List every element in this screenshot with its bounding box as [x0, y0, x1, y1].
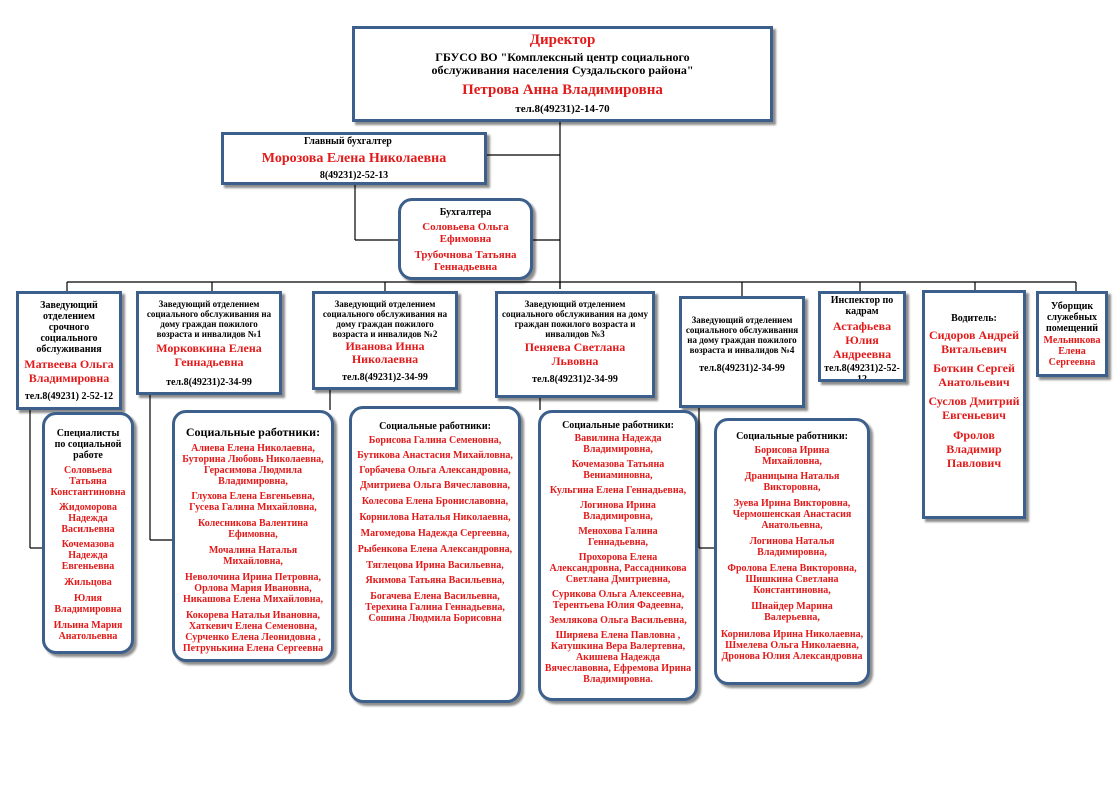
director-org: ГБУСО ВО "Комплексный центр социального …: [431, 50, 694, 77]
social-worker-entry: Колесова Елена Брониславовна,: [361, 496, 509, 507]
department-head-name: Иванова Инна Николаевна: [345, 339, 425, 366]
social-worker-entry: Глухова Елена Евгеньевна, Гусева Галина …: [189, 491, 317, 513]
driver-name: Сидоров Андрей Витальевич: [928, 328, 1020, 356]
driver-name: Боткин Сергей Анатольевич: [933, 361, 1015, 389]
specialists-title: Специалисты по социальной работе: [54, 428, 122, 461]
social-worker-entry: Магомедова Надежда Сергеевна,: [360, 528, 510, 539]
social-worker-entry: Логинова Наталья Владимировна,: [749, 536, 835, 558]
social-worker-entry: Зуева Ирина Викторовна, Чермошенская Ана…: [732, 498, 852, 531]
department-title: Заведующий отделением социального обслуж…: [322, 299, 448, 339]
social-worker-entry: Кочемазова Татьяна Вениаминовна,: [571, 459, 665, 481]
department-head-box: Заведующий отделением срочного социально…: [16, 291, 122, 410]
department-phone: тел.8(49231)2-34-99: [532, 374, 618, 385]
social-worker-entry: Дмитриева Ольга Вячеславовна,: [360, 480, 510, 491]
social-worker-entry: Богачева Елена Васильевна, Терехина Гали…: [365, 591, 505, 624]
cleaner-box: Уборщик служебных помещений Мельникова Е…: [1036, 291, 1108, 377]
social-worker-entry: Драницына Наталья Викторовна,: [744, 471, 840, 493]
director-name: Петрова Анна Владимировна: [462, 82, 663, 98]
chief-accountant-box: Главный бухгалтер Морозова Елена Николае…: [221, 132, 487, 185]
social-workers-box-4: Социальные работники: Борисова Ирина Мих…: [714, 418, 870, 685]
specialist-name: Соловьева Татьяна Константиновна: [50, 465, 126, 498]
department-title: Заведующий отделением социального обслуж…: [502, 299, 648, 339]
social-worker-entry: Тяглецова Ирина Васильевна,: [366, 560, 504, 571]
social-worker-entry: Землякова Ольга Васильевна,: [549, 615, 687, 626]
drivers-box: Водитель: Сидоров Андрей Витальевич Ботк…: [922, 290, 1026, 519]
specialist-name: Жильцова: [64, 577, 112, 588]
social-worker-entry: Менохова Галина Геннадьевна,: [578, 526, 658, 548]
social-worker-entry: Горбачева Ольга Александровна,: [359, 465, 511, 476]
accountant-name: Трубочнова Татьяна Геннадьевна: [414, 249, 517, 273]
department-phone: тел.8(49231)2-34-99: [342, 372, 428, 383]
social-worker-entry: Неволочина Ирина Петровна, Орлова Мария …: [182, 572, 324, 605]
chief-accountant-name: Морозова Елена Николаевна: [261, 151, 447, 166]
social-worker-entry: Мочалина Наталья Михайловна,: [208, 545, 298, 567]
specialist-name: Ильина Мария Анатольевна: [53, 620, 123, 642]
social-worker-entry: Кокорева Наталья Ивановна, Хаткевич Елен…: [182, 610, 324, 654]
social-worker-entry: Бутикова Анастасия Михайловна,: [357, 450, 513, 461]
department-title: Заведующий отделением социального обслуж…: [685, 315, 799, 355]
social-workers-box-2: Социальные работники: Борисова Галина Се…: [349, 406, 521, 703]
social-worker-entry: Ширяева Елена Павловна , Катушкина Вера …: [544, 630, 692, 685]
department-head-box: Заведующий отделением социального обслуж…: [312, 291, 458, 390]
social-worker-entry: Сурикова Ольга Алексеевна, Терентьева Юл…: [551, 589, 685, 611]
department-title: Заведующий отделением срочного социально…: [36, 300, 102, 355]
department-phone: тел.8(49231)2-34-99: [166, 377, 252, 388]
accountants-title: Бухгалтера: [439, 207, 492, 218]
social-worker-entry: Борисова Ирина Михайловна,: [754, 445, 830, 467]
department-head-name: Матвеева Ольга Владимировна: [24, 357, 114, 385]
social-worker-entry: Алиева Елена Николаевна, Буторина Любовь…: [182, 443, 324, 487]
social-worker-entry: Вавилина Надежда Владимировна,: [574, 433, 662, 455]
cleaner-title: Уборщик служебных помещений: [1046, 301, 1098, 334]
hr-inspector-title: Инспектор по кадрам: [830, 295, 894, 317]
social-worker-entry: Борисова Галина Семеновна,: [368, 435, 502, 446]
chief-accountant-phone: 8(49231)2-52-13: [319, 170, 389, 181]
department-phone: тел.8(49231)2-34-99: [699, 363, 785, 374]
specialist-name: Жидоморова Надежда Васильевна: [59, 502, 117, 535]
cleaner-name: Мельникова Елена Сергеевна: [1043, 335, 1101, 368]
social-worker-entry: Фролова Елена Викторовна, Шишкина Светла…: [727, 563, 857, 596]
social-worker-entry: Прохорова Елена Александровна, Рассадник…: [549, 552, 687, 585]
department-head-name: Морковкина Елена Геннадьевна: [156, 341, 262, 369]
social-worker-entry: Рыбенкова Елена Александровна,: [357, 544, 513, 555]
accountant-name: Соловьева Ольга Ефимовна: [422, 221, 509, 245]
social-worker-entry: Якимова Татьяна Васильевна,: [365, 575, 505, 586]
director-box: Директор ГБУСО ВО "Комплексный центр соц…: [352, 26, 773, 122]
social-workers-box-3: Социальные работники: Вавилина Надежда В…: [538, 410, 698, 701]
social-worker-entry: Корнилова Наталья Николаевна,: [359, 512, 511, 523]
social-workers-title: Социальные работники:: [379, 421, 491, 432]
hr-inspector-phone: тел.8(49231)2-52-12: [824, 363, 900, 382]
hr-inspector-box: Инспектор по кадрам Астафьева Юлия Андре…: [818, 291, 906, 382]
social-worker-entry: Корнилова Ирина Николаевна, Шмелева Ольг…: [720, 629, 864, 662]
department-head-name: Пеняева Светлана Львовна: [524, 340, 626, 368]
social-worker-entry: Колесникова Валентина Ефимовна,: [197, 518, 309, 540]
social-workers-title: Социальные работники:: [736, 431, 848, 442]
department-head-box: Заведующий отделением социального обслуж…: [495, 291, 655, 398]
accountants-box: Бухгалтера Соловьева Ольга Ефимовна Труб…: [398, 198, 533, 280]
drivers-title: Водитель:: [951, 313, 997, 324]
social-worker-entry: Логинова Ирина Владимировна,: [580, 500, 656, 522]
department-title: Заведующий отделением социального обслуж…: [146, 299, 272, 339]
hr-inspector-name: Астафьева Юлия Андреевна: [832, 319, 892, 361]
social-workers-title: Социальные работники:: [562, 420, 674, 431]
department-head-box: Заведующий отделением социального обслуж…: [679, 296, 805, 408]
social-worker-entry: Кульгина Елена Геннадьевна,: [549, 485, 687, 496]
social-worker-entry: Шнайдер Марина Валерьевна,: [751, 601, 833, 623]
driver-name: Фролов Владимир Павлович: [946, 428, 1002, 470]
director-phone: тел.8(49231)2-14-70: [515, 103, 610, 115]
specialist-name: Кочемазова Надежда Евгеньевна: [61, 539, 115, 572]
department-phone: тел.8(49231) 2-52-12: [24, 391, 114, 402]
driver-name: Суслов Дмитрий Евгеньевич: [928, 394, 1020, 422]
social-workers-box-1: Социальные работники: Алиева Елена Никол…: [172, 410, 334, 662]
social-workers-title: Социальные работники:: [185, 425, 321, 439]
specialists-box: Специалисты по социальной работе Соловье…: [42, 412, 134, 654]
specialist-name: Юлия Владимировна: [54, 593, 122, 615]
department-head-box: Заведующий отделением социального обслуж…: [136, 291, 282, 395]
director-title: Директор: [529, 32, 596, 48]
chief-accountant-title: Главный бухгалтер: [304, 136, 392, 147]
